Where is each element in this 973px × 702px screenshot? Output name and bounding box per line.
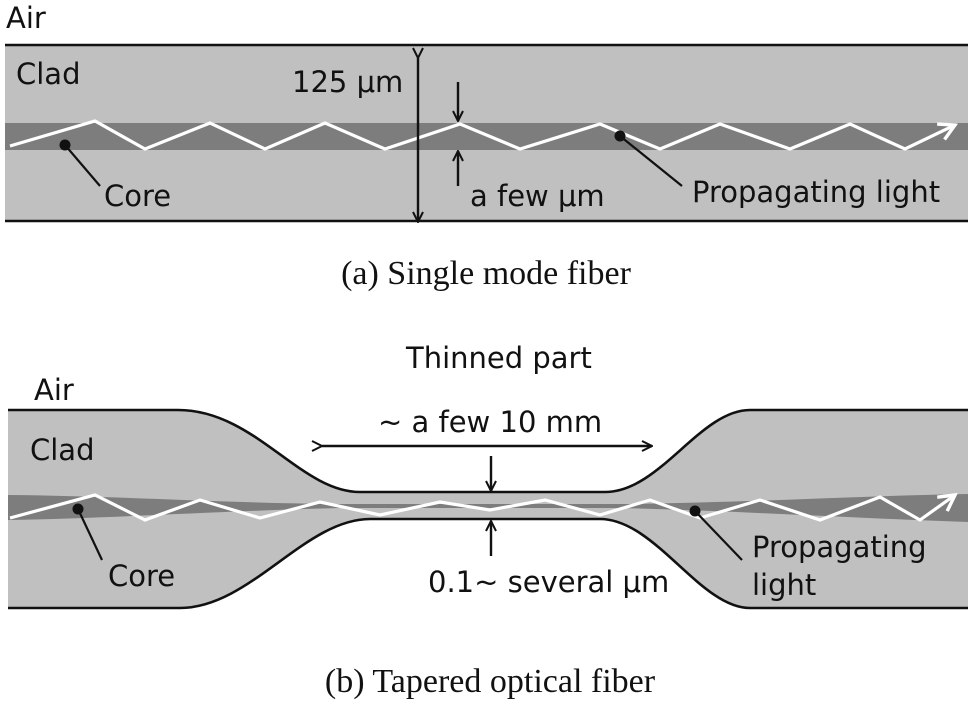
- panel-b-thinned-part-label: Thinned part: [405, 341, 592, 375]
- panel-a-clad-diameter-label: 125 μm: [292, 65, 403, 99]
- panel-b-core-label: Core: [108, 559, 175, 593]
- panel-b-air-label: Air: [34, 373, 74, 407]
- panel-a-light-label: Propagating light: [692, 175, 940, 209]
- panel-a-propagating-light-ray: [9, 119, 955, 151]
- panel-b-clad-label: Clad: [30, 433, 95, 467]
- panel-b-core: [8, 494, 968, 522]
- panel-b-top-boundary: [8, 408, 968, 494]
- panel-b-light-leader: [694, 510, 743, 561]
- panel-a-single-mode-fiber: Air Clad 125 μm a few μm Core Propagatin…: [5, 1, 968, 292]
- panel-b-light-label-line1: Propagating: [752, 530, 927, 564]
- panel-a-caption: (a) Single mode fiber: [341, 255, 632, 292]
- panel-b-thinned-length-label: ~ a few 10 mm: [378, 405, 602, 439]
- panel-a-light-leader: [619, 135, 683, 187]
- panel-a-core-leader: [64, 144, 101, 187]
- panel-b-waist-diameter-label: 0.1~ several μm: [428, 565, 669, 599]
- panel-b-bottom-boundary: [8, 517, 968, 610]
- panel-b-propagating-light-ray: [9, 495, 955, 522]
- panel-b-caption: (b) Tapered optical fiber: [325, 663, 656, 700]
- panel-a-air-label: Air: [6, 1, 46, 35]
- panel-a-core-diameter-label: a few μm: [470, 179, 605, 213]
- panel-b-core-leader: [77, 508, 103, 561]
- panel-b-tapered-fiber: Thinned part ~ a few 10 mm Air Clad 0.1~…: [8, 341, 968, 700]
- panel-a-clad-label: Clad: [16, 57, 81, 91]
- panel-a-core-label: Core: [104, 179, 171, 213]
- panel-b-light-label-line2: light: [752, 568, 816, 602]
